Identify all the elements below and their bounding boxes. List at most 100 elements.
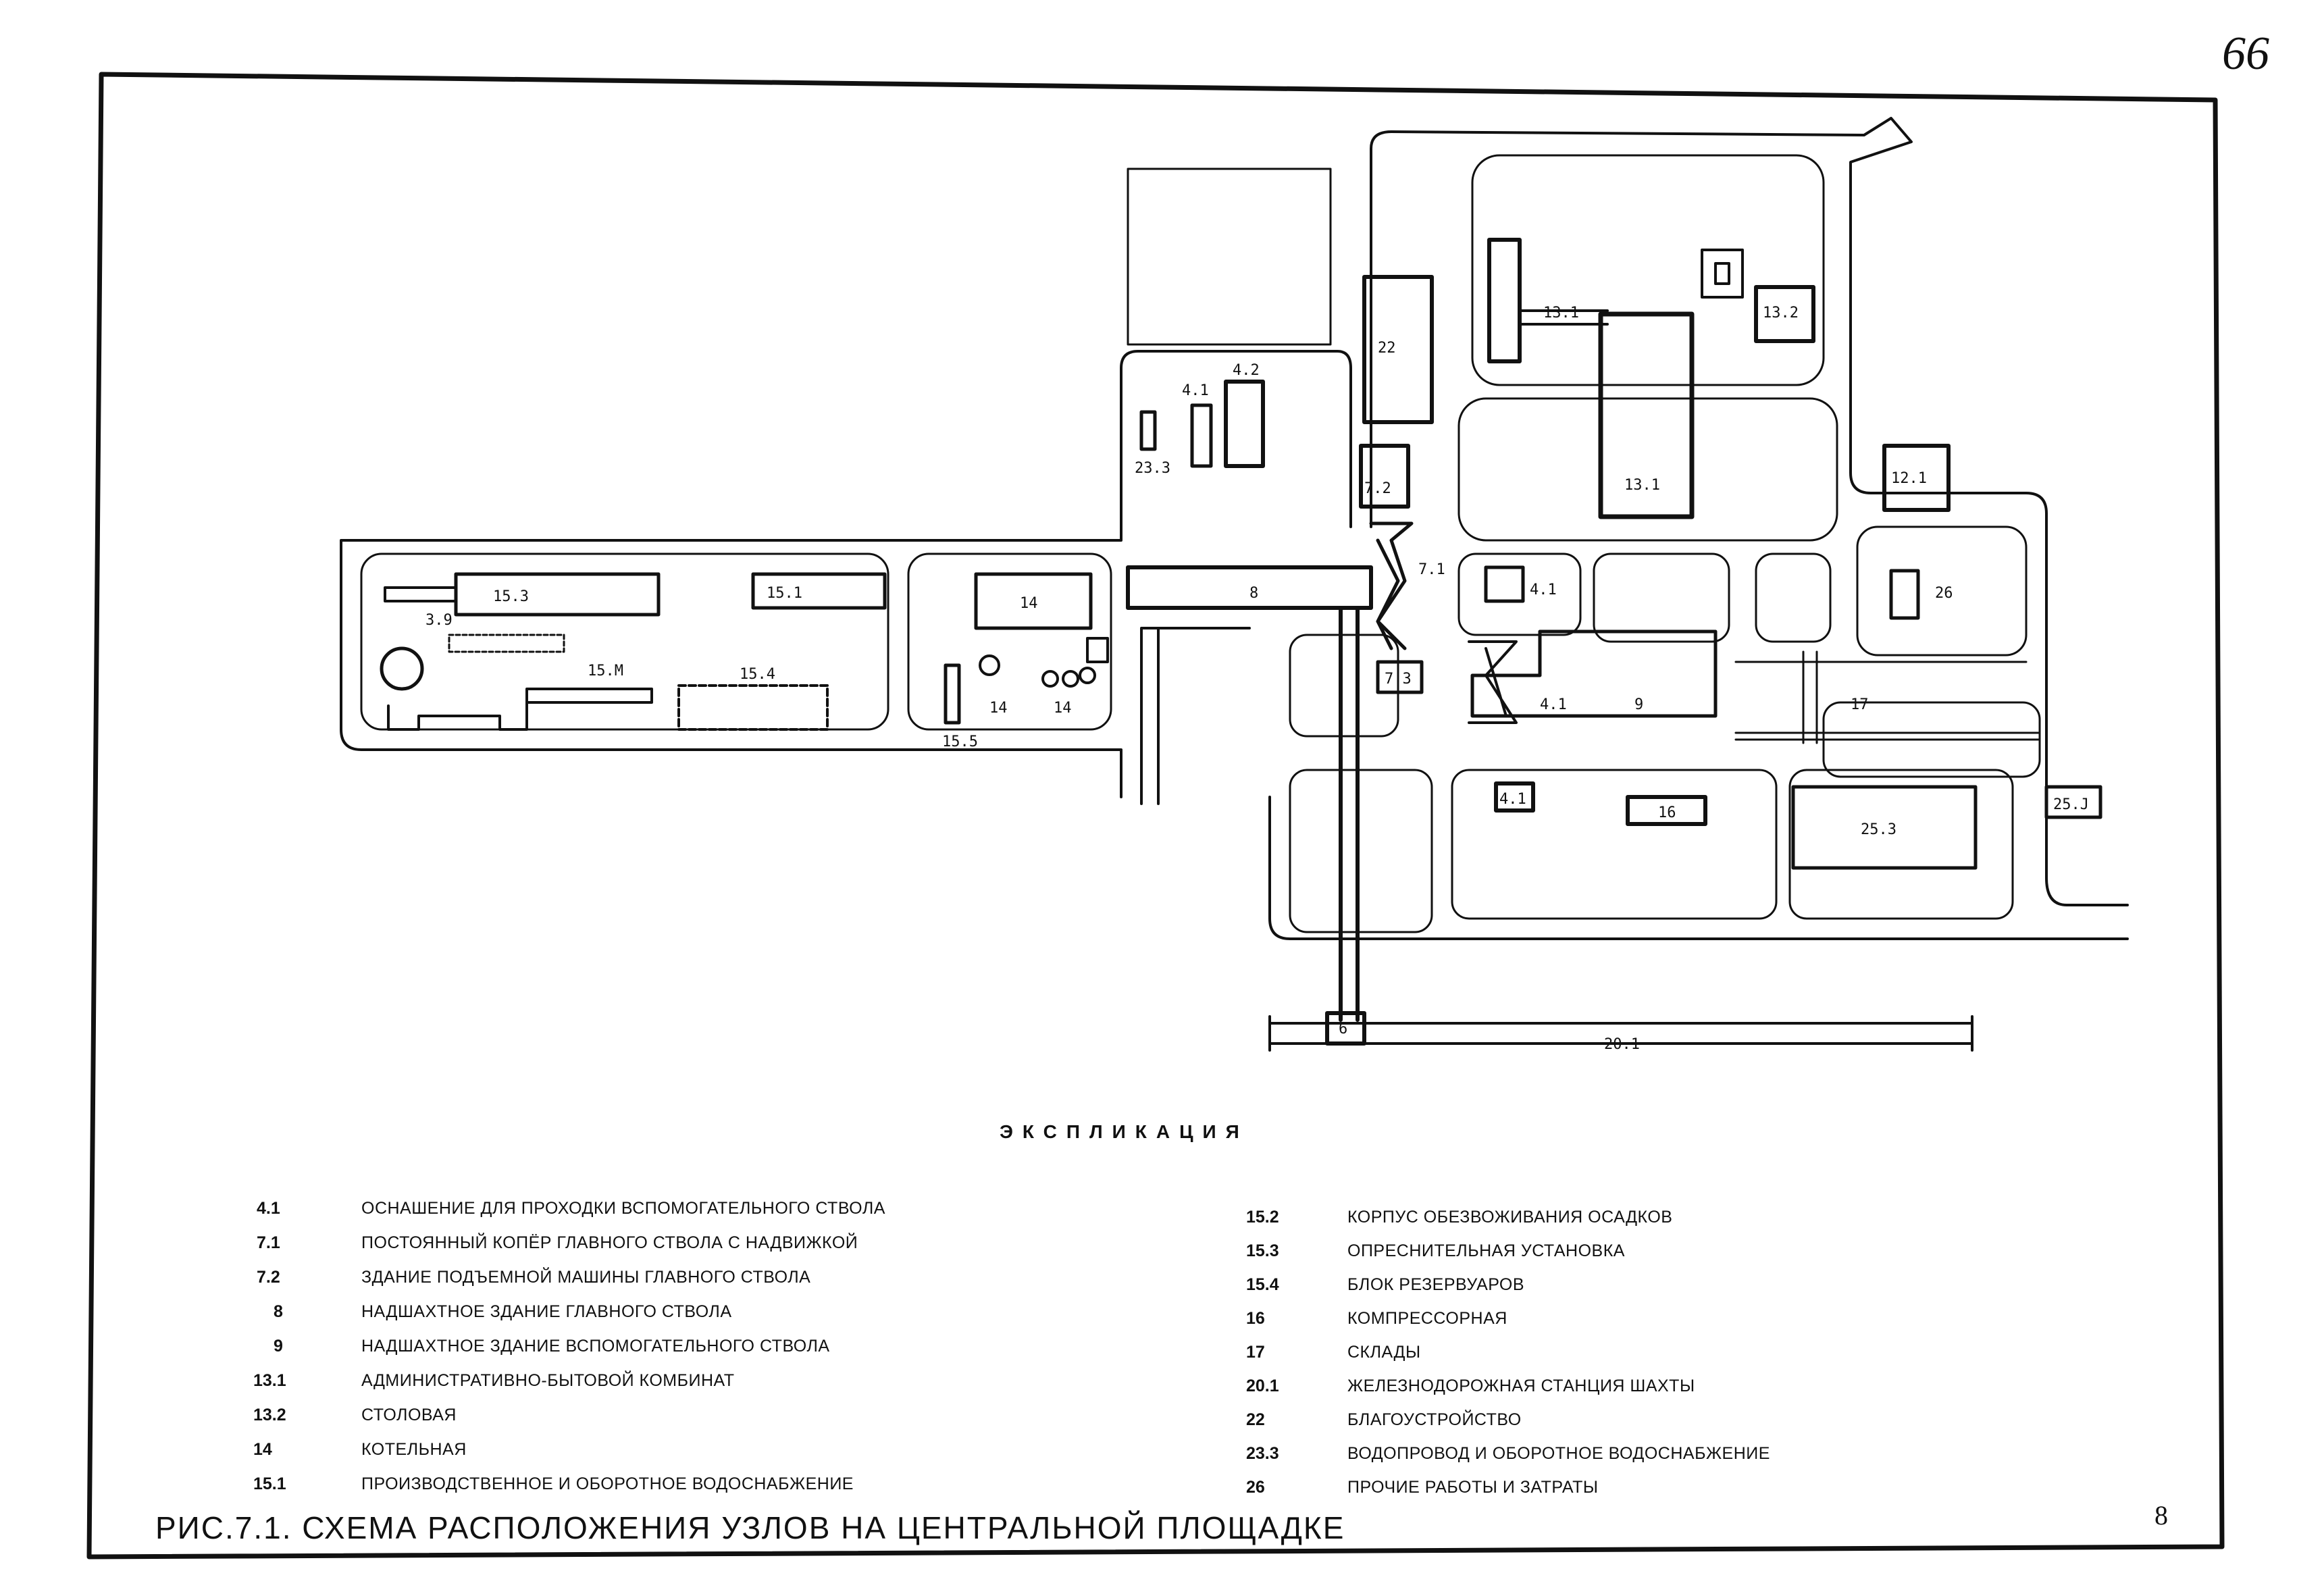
building-13-2 (1754, 285, 1815, 343)
label-23-3: 23.3 (1135, 460, 1170, 477)
building-9 (1470, 629, 1718, 718)
exp-left-text-6: СТОЛОВАЯ (361, 1406, 457, 1424)
label-4-1-bot: 4.1 (1499, 791, 1526, 808)
label-17: 17 (1851, 696, 1869, 713)
label-25-j: 25.J (2053, 796, 2089, 813)
exp-right-text-7: ВОДОПРОВОД И ОБОРОТНОЕ ВОДОСНАБЖЕНИЕ (1347, 1444, 1770, 1463)
label-7-3: 7.3 (1385, 671, 1412, 688)
page-number: 66 (2222, 28, 2269, 80)
label-20-1: 20.1 (1604, 1036, 1640, 1053)
exp-right-text-0: КОРПУС ОБЕЗВОЖИВАНИЯ ОСАДКОВ (1347, 1208, 1673, 1227)
exp-left-text-1: ПОСТОЯННЫЙ КОПЁР ГЛАВНОГО СТВОЛА С НАДВИ… (361, 1233, 858, 1252)
site-road-outline (340, 117, 2129, 940)
sheet-mark: 8 (2154, 1500, 2168, 1530)
building-25-3 (1791, 785, 1978, 870)
label-16: 16 (1658, 804, 1676, 821)
explication-title: ЭКСПЛИКАЦИЯ (1000, 1121, 1249, 1142)
exp-right-code-2: 15.4 (1246, 1275, 1279, 1294)
building-22 (1362, 275, 1434, 424)
label-abk: 13.1 (1624, 477, 1660, 494)
exp-left-code-3: 8 (274, 1302, 283, 1321)
building-3-9 (448, 634, 565, 653)
building-23-3 (1139, 410, 1157, 451)
exp-left-code-5: 13.1 (253, 1371, 286, 1390)
exp-right-code-1: 15.3 (1246, 1241, 1279, 1260)
building-15-3 (454, 572, 661, 617)
exp-left-code-8: 15.1 (253, 1474, 286, 1493)
building-4-1-bot (1494, 781, 1535, 813)
headframe (1369, 521, 1414, 650)
railway (1268, 1015, 1973, 1052)
exp-right-text-2: БЛОК РЕЗЕРВУАРОВ (1347, 1275, 1524, 1294)
building-6 (1325, 1011, 1366, 1046)
exp-right-code-4: 17 (1246, 1343, 1265, 1362)
exp-left-text-2: ЗДАНИЕ ПОДЪЕМНОЙ МАШИНЫ ГЛАВНОГО СТВОЛА (361, 1268, 811, 1287)
exp-right-code-8: 26 (1246, 1478, 1265, 1497)
building-8 (1126, 565, 1373, 610)
exp-left-text-3: НАДШАХТНОЕ ЗДАНИЕ ГЛАВНОГО СТВОЛА (361, 1302, 732, 1321)
building-4-2 (1224, 380, 1265, 468)
exp-right-code-0: 15.2 (1246, 1208, 1279, 1227)
label-13-1: 13.1 (1543, 305, 1579, 321)
building-12-1 (1882, 444, 1951, 512)
exp-left-code-1: 7.1 (257, 1233, 280, 1252)
building-26 (1889, 569, 1920, 620)
label-7-2: 7.2 (1364, 480, 1391, 497)
label-15-m: 15.M (588, 663, 623, 679)
building-15-1 (751, 572, 887, 610)
building-17 (1734, 650, 2041, 744)
exp-right-code-6: 22 (1246, 1410, 1265, 1429)
exp-left-code-6: 13.2 (253, 1406, 286, 1424)
label-14-a: 14 (1020, 595, 1038, 612)
label-15-5: 15.5 (942, 733, 978, 750)
building-7-3 (1376, 660, 1424, 694)
building-abk (1598, 311, 1695, 519)
exp-right-code-7: 23.3 (1246, 1444, 1279, 1463)
label-7-1: 7.1 (1418, 561, 1445, 578)
label-22: 22 (1378, 340, 1396, 357)
conveyor (1339, 606, 1360, 1022)
exp-left-code-0: 4.1 (257, 1199, 280, 1218)
label-9: 9 (1634, 696, 1643, 713)
label-13-2: 13.2 (1763, 305, 1799, 321)
exp-right-code-3: 16 (1246, 1309, 1265, 1328)
label-8: 8 (1249, 585, 1258, 602)
exp-right-code-5: 20.1 (1246, 1376, 1279, 1395)
building-7-2 (1359, 444, 1410, 509)
label-14-c: 14 (1054, 700, 1072, 717)
exp-left-code-2: 7.2 (257, 1268, 280, 1287)
building-15-4 (677, 684, 829, 731)
label-3-9: 3.9 (425, 612, 453, 629)
figure-caption: РИС.7.1. СХЕМА РАСПОЛОЖЕНИЯ УЗЛОВ НА ЦЕН… (155, 1510, 1345, 1545)
label-15-3: 15.3 (493, 588, 529, 605)
label-26: 26 (1935, 585, 1953, 602)
exp-right-text-6: БЛАГОУСТРОЙСТВО (1347, 1410, 1522, 1429)
label-12-1: 12.1 (1891, 470, 1927, 487)
building-14 (974, 572, 1093, 630)
building-16 (1626, 795, 1707, 826)
label-4-1-lower: 4.1 (1540, 696, 1567, 713)
sheet-frame (86, 72, 2225, 1560)
label-15-1: 15.1 (767, 585, 802, 602)
exp-left-text-8: ПРОИЗВОДСТВЕННОЕ И ОБОРОТНОЕ ВОДОСНАБЖЕН… (361, 1474, 854, 1493)
label-6: 6 (1339, 1021, 1347, 1037)
exp-right-text-4: СКЛАДЫ (1347, 1343, 1421, 1362)
exp-left-text-4: НАДШАХТНОЕ ЗДАНИЕ ВСПОМОГАТЕЛЬНОГО СТВОЛ… (361, 1337, 830, 1356)
building-4-1-mid (1484, 565, 1525, 603)
tank (380, 646, 424, 691)
exp-right-text-1: ОПРЕСНИТЕЛЬНАЯ УСТАНОВКА (1347, 1241, 1625, 1260)
exp-left-code-7: 14 (253, 1440, 272, 1459)
label-14-b: 14 (989, 700, 1008, 717)
label-4-1-mid: 4.1 (1530, 582, 1557, 598)
label-4-1-top: 4.1 (1182, 382, 1209, 399)
building-13-1-wing (1487, 238, 1522, 363)
building-15-m (387, 688, 653, 731)
exp-right-text-5: ЖЕЛЕЗНОДОРОЖНАЯ СТАНЦИЯ ШАХТЫ (1347, 1376, 1695, 1395)
exp-right-text-8: ПРОЧИЕ РАБОТЫ И ЗАТРАТЫ (1347, 1478, 1599, 1497)
exp-left-text-7: КОТЕЛЬНАЯ (361, 1440, 467, 1459)
building-25-j (2044, 785, 2102, 819)
building-4-1-top (1190, 403, 1213, 468)
exp-left-text-0: ОСНАШЕНИЕ ДЛЯ ПРОХОДКИ ВСПОМОГАТЕЛЬНОГО … (361, 1199, 885, 1218)
label-15-4: 15.4 (740, 666, 775, 683)
